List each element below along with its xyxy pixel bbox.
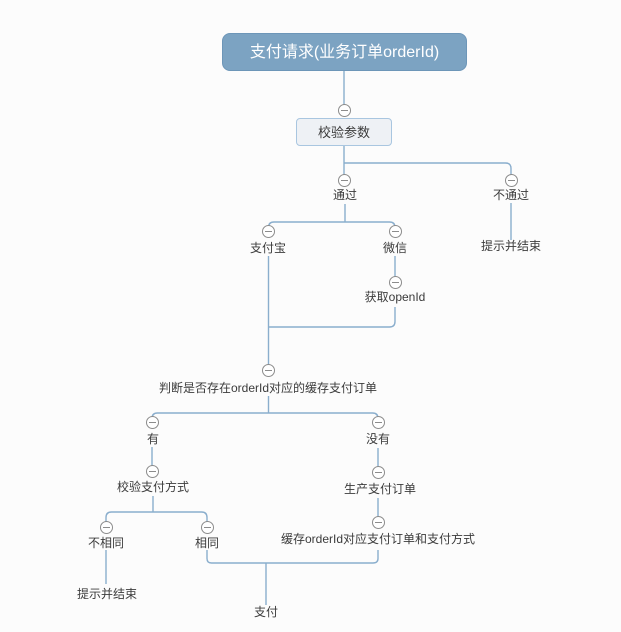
node-fail-end[interactable]: 提示并结束 <box>480 239 542 253</box>
node-verify-pay-method[interactable]: 校验支付方式 <box>116 480 190 494</box>
edge-openid-merge <box>268 307 396 328</box>
edge-judge-split <box>151 396 379 422</box>
collapse-icon[interactable] <box>262 363 275 377</box>
collapse-icon[interactable] <box>371 465 385 479</box>
node-not-same-end[interactable]: 提示并结束 <box>76 587 138 601</box>
collapse-icon[interactable] <box>388 275 402 289</box>
collapse-icon[interactable] <box>262 224 275 238</box>
edge-merge-pay <box>206 550 379 605</box>
collapse-icon[interactable] <box>99 520 113 534</box>
collapse-icon[interactable] <box>337 103 351 117</box>
node-pay[interactable]: 支付 <box>253 605 279 619</box>
collapse-icon[interactable] <box>371 415 385 429</box>
collapse-icon[interactable] <box>145 464 159 478</box>
node-get-openid[interactable]: 获取openId <box>364 290 426 304</box>
node-alipay[interactable]: 支付宝 <box>249 241 287 255</box>
collapse-icon[interactable] <box>145 415 159 429</box>
node-cache-pay-order[interactable]: 缓存orderId对应支付订单和支付方式 <box>280 532 476 546</box>
node-payment-request[interactable]: 支付请求(业务订单orderId) <box>222 33 467 71</box>
edge-validate-fail <box>344 162 512 180</box>
node-fail[interactable]: 不通过 <box>492 188 530 202</box>
node-wechat[interactable]: 微信 <box>382 241 408 255</box>
node-check-cached-order[interactable]: 判断是否存在orderId对应的缓存支付订单 <box>158 381 378 395</box>
node-not-same[interactable]: 不相同 <box>87 536 125 550</box>
collapse-icon[interactable] <box>337 173 351 187</box>
node-pass[interactable]: 通过 <box>332 188 358 202</box>
collapse-icon[interactable] <box>371 515 385 529</box>
collapse-icon[interactable] <box>200 520 214 534</box>
node-has-not[interactable]: 没有 <box>365 432 391 446</box>
collapse-icon[interactable] <box>504 173 518 187</box>
node-same[interactable]: 相同 <box>194 536 220 550</box>
node-validate-params[interactable]: 校验参数 <box>296 118 392 146</box>
edge-pass-split <box>267 204 396 231</box>
collapse-icon[interactable] <box>388 224 402 238</box>
node-has[interactable]: 有 <box>146 432 160 446</box>
edge-verify-split <box>105 496 208 527</box>
node-create-pay-order[interactable]: 生产支付订单 <box>343 482 417 496</box>
